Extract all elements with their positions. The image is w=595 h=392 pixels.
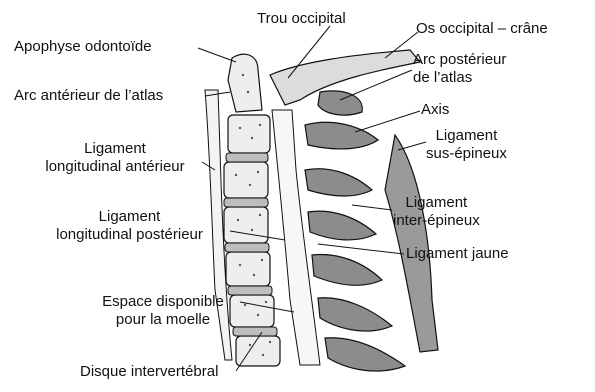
disc-c4-c5 (225, 243, 269, 252)
axis-spinous-process (305, 122, 378, 149)
disc-c3-c4 (224, 198, 268, 207)
c3-posterior (305, 169, 372, 196)
label-longitudinal-anterieur-line1: Ligament (25, 140, 205, 158)
vertebra-c5 (226, 252, 270, 286)
label-longitudinal-posterieur-line1: Ligament (32, 208, 227, 226)
posterior-elements (305, 91, 405, 371)
label-axis: Axis (421, 101, 449, 119)
vertebra-c3 (224, 162, 268, 198)
leader-ligament-jaune (318, 244, 404, 254)
vertebra-c4 (224, 207, 268, 243)
c7-posterior (325, 338, 405, 371)
label-ligament-inter-epineux: Ligament inter-épineux (393, 194, 480, 230)
disc-c2-c3 (226, 153, 268, 162)
c5-posterior (312, 254, 382, 285)
label-ligament-longitudinal-posterieur: Ligament longitudinal postérieur (32, 208, 227, 244)
disc-c6-c7 (233, 327, 277, 336)
label-ligament-jaune: Ligament jaune (406, 245, 509, 263)
leader-axis (355, 111, 420, 132)
label-espace-moelle-line1: Espace disponible (88, 293, 238, 311)
label-arc-anterieur-atlas: Arc antérieur de l’atlas (14, 87, 163, 105)
leader-apophyse (198, 48, 236, 62)
label-longitudinal-anterieur-line2: longitudinal antérieur (25, 158, 205, 176)
label-sus-epineux-line2: sus-épineux (426, 145, 507, 163)
posterior-ligament-band (385, 135, 438, 352)
label-arc-posterieur-line2: de l’atlas (413, 69, 506, 87)
label-espace-moelle: Espace disponible pour la moelle (88, 293, 238, 329)
label-os-occipital: Os occipital – crâne (416, 20, 548, 38)
c4-posterior (308, 211, 376, 240)
label-inter-epineux-line2: inter-épineux (393, 212, 480, 230)
label-arc-posterieur-atlas: Arc postérieur de l’atlas (413, 51, 506, 87)
label-disque-intervertebral: Disque intervertébral (80, 363, 218, 381)
label-ligament-longitudinal-anterieur: Ligament longitudinal antérieur (25, 140, 205, 176)
label-trou-occipital: Trou occipital (257, 10, 346, 28)
c6-posterior (318, 298, 392, 331)
label-arc-posterieur-line1: Arc postérieur (413, 51, 506, 69)
odontoid-process (228, 54, 262, 112)
vertebra-c2 (228, 115, 270, 153)
label-longitudinal-posterieur-line2: longitudinal postérieur (32, 226, 227, 244)
label-apophyse-odontoide: Apophyse odontoïde (14, 38, 152, 56)
spinal-canal (272, 110, 320, 365)
label-espace-moelle-line2: pour la moelle (88, 311, 238, 329)
label-sus-epineux-line1: Ligament (426, 127, 507, 145)
atlas-posterior-arch (318, 91, 362, 115)
label-ligament-sus-epineux: Ligament sus-épineux (426, 127, 507, 163)
leader-inter-epineux (352, 205, 392, 210)
label-inter-epineux-line1: Ligament (393, 194, 480, 212)
